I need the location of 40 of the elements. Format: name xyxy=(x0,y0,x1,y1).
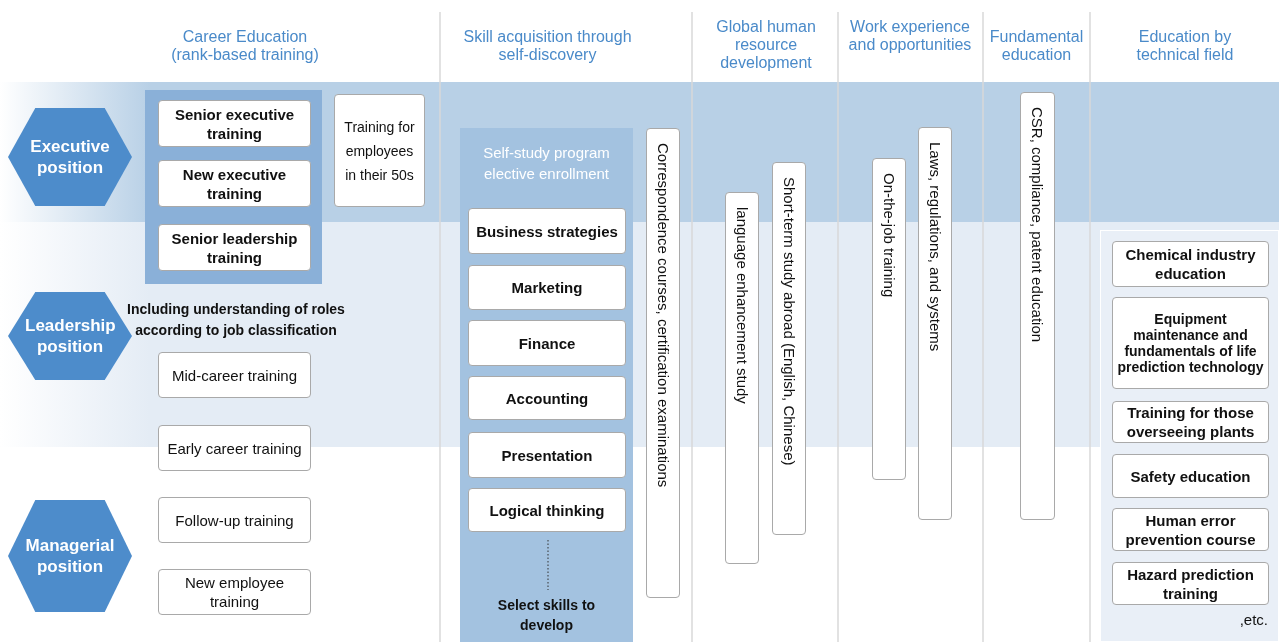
course-box: Senior executive training xyxy=(158,100,311,147)
program-panel xyxy=(460,128,633,642)
column-heading: Fundamental education xyxy=(988,28,1085,64)
course-bar: Laws, regulations, and systems xyxy=(918,127,952,520)
course-box: Follow-up training xyxy=(158,497,311,543)
course-bar: Correspondence courses, certification examinations xyxy=(646,128,680,598)
column-heading: Education by technical field xyxy=(1135,28,1235,64)
course-box: Early career training xyxy=(158,425,311,471)
course-box: Senior leadership training xyxy=(158,224,311,271)
column-heading: Global human resource development xyxy=(715,18,817,72)
course-box: Marketing xyxy=(468,265,626,310)
course-box: Accounting xyxy=(468,376,626,420)
course-box: Finance xyxy=(468,320,626,366)
course-box: Business strategies xyxy=(468,208,626,254)
course-box: Chemical industry education xyxy=(1112,241,1269,287)
course-bar: Short-term study abroad (English, Chinese) xyxy=(772,162,806,535)
field-panel xyxy=(1100,230,1279,642)
course-box: Safety education xyxy=(1112,454,1269,498)
group-panel xyxy=(145,90,322,284)
etc-text: ,etc. xyxy=(1239,611,1268,628)
column-heading: Career Education (rank-based training) xyxy=(170,28,320,64)
course-box: New executive training xyxy=(158,160,311,207)
course-box: Hazard prediction training xyxy=(1112,562,1269,605)
course-box: New employee training xyxy=(158,569,311,615)
position-hexagon: Managerial position xyxy=(8,500,132,612)
position-hexagon: Executive position xyxy=(8,108,132,206)
panel-note: Select skills to develop xyxy=(496,596,597,635)
course-bar: On-the-job training xyxy=(872,158,906,480)
course-box: Mid-career training xyxy=(158,352,311,398)
course-bar: language enhancement study xyxy=(725,192,759,564)
column-heading: Work experience and opportunities xyxy=(847,18,973,54)
course-box: Training for employees in their 50s xyxy=(334,94,425,207)
course-box: Human error prevention course xyxy=(1112,508,1269,551)
course-box: Equipment maintenance and fundamentals of life prediction technology xyxy=(1112,297,1269,389)
course-box: Training for those overseeing plants xyxy=(1112,401,1269,443)
course-bar: CSR, compliance, patent education xyxy=(1020,92,1055,520)
column-heading: Skill acquisition through self-discovery xyxy=(462,28,633,64)
panel-heading: Self-study program elective enrollment xyxy=(482,143,611,184)
course-box: Presentation xyxy=(468,432,626,478)
course-box: Logical thinking xyxy=(468,488,626,532)
